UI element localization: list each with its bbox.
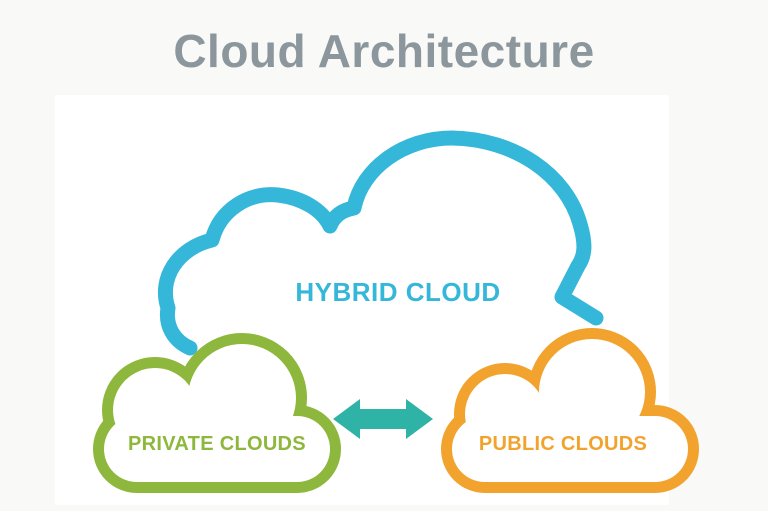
private-cloud-label: PRIVATE CLOUDS	[128, 433, 306, 455]
hybrid-cloud-label: HYBRID CLOUD	[295, 277, 501, 307]
bidirectional-arrow-icon	[333, 399, 433, 439]
hybrid-cloud-outline	[157, 130, 604, 356]
private-cloud-body	[104, 344, 330, 482]
public-cloud-label: PUBLIC CLOUDS	[478, 433, 648, 455]
page-title: Cloud Architecture	[173, 25, 595, 77]
public-cloud-body	[452, 339, 688, 482]
